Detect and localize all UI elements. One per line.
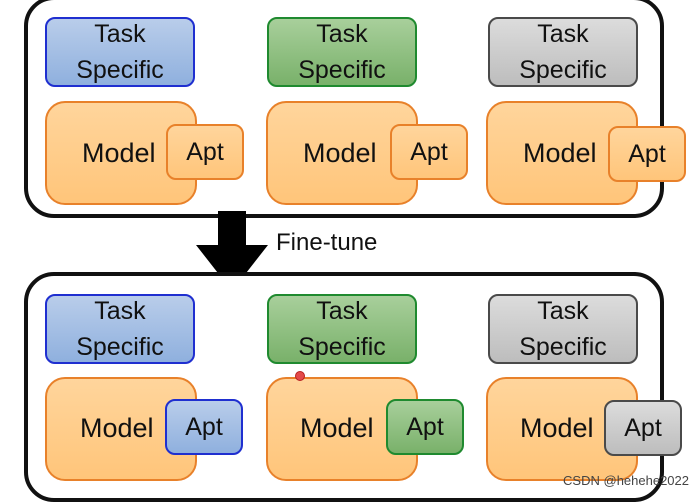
bottom-apt-3: Apt (604, 400, 682, 456)
bottom-task-specific-3: Task Specific (488, 294, 638, 364)
watermark: CSDN @hehehe2022 (563, 473, 689, 488)
top-apt-1: Apt (166, 124, 244, 180)
top-model-label-2: Model (303, 138, 377, 168)
down-arrow-icon (196, 211, 268, 291)
top-task-specific-3: Task Specific (488, 17, 638, 87)
bottom-model-label-1: Model (80, 413, 154, 443)
top-apt-3: Apt (608, 126, 686, 182)
top-model-label-1: Model (82, 138, 156, 168)
bottom-model-label-3: Model (520, 413, 594, 443)
bottom-apt-2: Apt (386, 399, 464, 455)
top-task-specific-2: Task Specific (267, 17, 417, 87)
top-apt-2: Apt (390, 124, 468, 180)
cursor-dot (295, 371, 305, 381)
bottom-task-specific-2: Task Specific (267, 294, 417, 364)
bottom-apt-1: Apt (165, 399, 243, 455)
fine-tune-label: Fine-tune (276, 229, 378, 256)
bottom-task-specific-1: Task Specific (45, 294, 195, 364)
bottom-model-label-2: Model (300, 413, 374, 443)
top-model-label-3: Model (523, 138, 597, 168)
top-task-specific-1: Task Specific (45, 17, 195, 87)
